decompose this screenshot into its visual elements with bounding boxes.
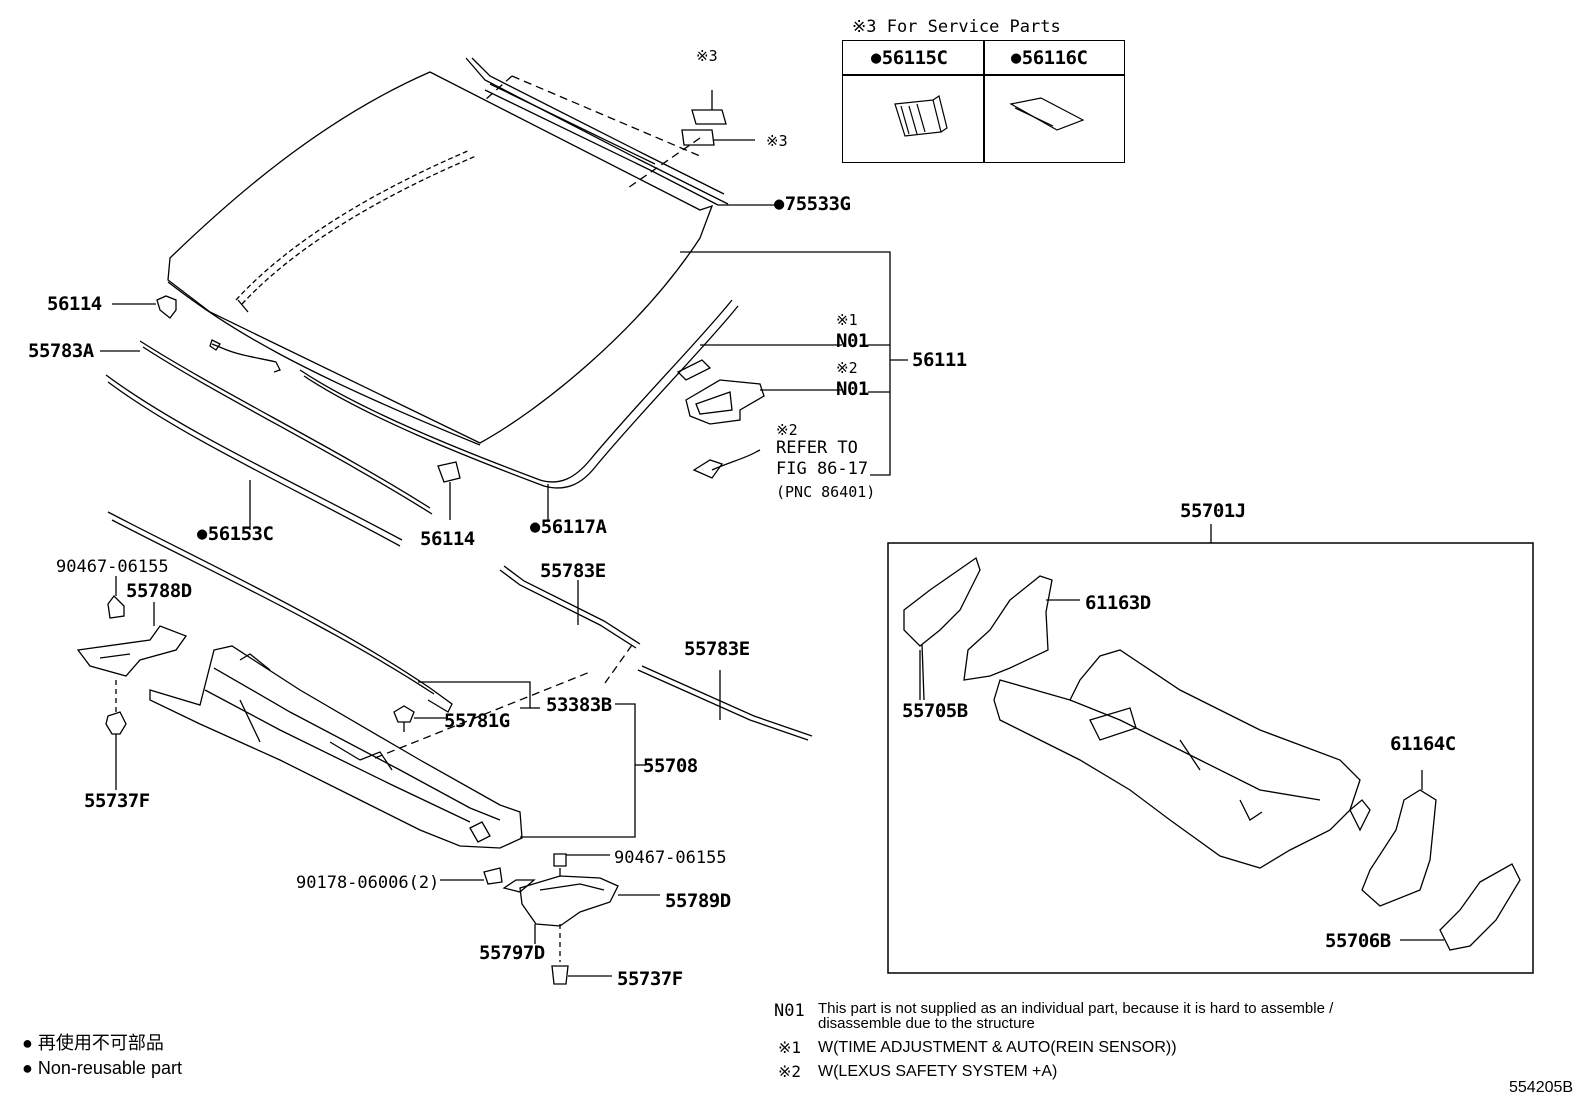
ref-mark-2b: ※2: [776, 421, 798, 439]
sensor-cable: [211, 343, 281, 373]
part-55788D: 55788D: [126, 580, 192, 602]
refer-to-text: REFER TO: [776, 438, 858, 458]
cowl-seal-long: [107, 511, 453, 713]
bracket-55705B: [903, 556, 981, 701]
clip-56114-upper: [112, 295, 177, 319]
part-56153C: 56153C: [197, 523, 274, 546]
n01-bracket-2: [685, 379, 842, 425]
part-N01-1: N01: [836, 330, 869, 352]
part-55783E-upper: 55783E: [540, 560, 606, 582]
service-parts-illustrations: [894, 95, 1085, 137]
service-parts-table: 56115C 56116C: [842, 40, 1125, 163]
note-n01-code: N01: [774, 1001, 805, 1021]
bracket-61164C: [1361, 770, 1437, 907]
legend-en: ● Non-reusable part: [22, 1057, 182, 1079]
part-53383B: 53383B: [546, 694, 612, 716]
part-55737F-left: 55737F: [84, 790, 150, 812]
part-55781G: 55781G: [444, 710, 510, 732]
ref-mark-3b: ※3: [766, 132, 788, 150]
part-55737F-right: 55737F: [617, 968, 683, 990]
note-r2-text: W(LEXUS SAFETY SYSTEM +A): [818, 1063, 1058, 1080]
service-parts-title: ※3 For Service Parts: [852, 17, 1061, 37]
legend-jp: ● 再使用不可部品: [22, 1032, 164, 1054]
clip-55781G: [374, 671, 591, 759]
bracket-56111: [680, 251, 891, 476]
moulding-55783A: [100, 340, 433, 515]
cowl-seal-55783E: [499, 565, 813, 741]
bracket-55789D: [440, 853, 660, 985]
part-56114-upper: 56114: [47, 293, 102, 315]
legend-dot-icon: ●: [22, 1058, 38, 1078]
ref-mark-1: ※1: [836, 311, 858, 329]
bracket-55788D: [76, 576, 188, 790]
part-N01-2: N01: [836, 378, 869, 400]
ref-mark-2a: ※2: [836, 359, 858, 377]
refer-pnc: (PNC 86401): [776, 483, 876, 501]
part-75533G: 75533G: [774, 193, 851, 216]
part-61164C: 61164C: [1390, 733, 1456, 755]
part-56117A: 56117A: [530, 516, 607, 539]
dash-panel-box: [887, 542, 1534, 974]
service-part-56115C: 56115C: [871, 47, 948, 70]
part-55783E-lower: 55783E: [684, 638, 750, 660]
note-n01-line1: This part is not supplied as an individu…: [818, 1000, 1334, 1017]
note-r1-text: W(TIME ADJUSTMENT & AUTO(REIN SENSOR)): [818, 1039, 1177, 1056]
bracket-55708: [520, 703, 636, 838]
service-part-56116C-icon: [1009, 97, 1085, 131]
part-55705B: 55705B: [902, 700, 968, 722]
legend-dot-icon: ●: [22, 1033, 38, 1053]
bracket-53383B: [418, 681, 531, 709]
part-55708: 55708: [643, 755, 698, 777]
part-61163D: 61163D: [1085, 592, 1151, 614]
legend-en-text: Non-reusable part: [37, 1058, 182, 1078]
part-55789D: 55789D: [665, 890, 731, 912]
moulding-56153C: [105, 374, 403, 547]
bracket-55706B: [1400, 863, 1521, 951]
dash-panel-55701J: [993, 649, 1371, 869]
note-n01-line2: disassemble due to the structure: [818, 1015, 1035, 1032]
part-56114-lower: 56114: [420, 528, 475, 550]
refer-fig-link[interactable]: FIG 86-17: [776, 459, 869, 479]
part-90178: 90178-06006(2): [296, 873, 440, 893]
bracket-61163D: [963, 575, 1080, 681]
n01-bracket-1: [676, 344, 842, 381]
part-90467-lower: 90467-06155: [614, 848, 727, 868]
part-55701J: 55701J: [1180, 500, 1246, 522]
windshield-glass: [167, 57, 755, 446]
service-part-56116C: 56116C: [1011, 47, 1088, 70]
sensor-refer: [692, 449, 761, 479]
part-55706B: 55706B: [1325, 930, 1391, 952]
service-part-56115C-icon: [894, 95, 948, 137]
figure-number: 554205B: [1509, 1079, 1574, 1096]
part-56111: 56111: [912, 349, 967, 371]
cowl-panel-55708: [149, 645, 523, 849]
clip-56114-lower: [437, 461, 461, 520]
ref-mark-3a: ※3: [696, 47, 718, 65]
part-90467-upper: 90467-06155: [56, 557, 169, 577]
part-55783A: 55783A: [28, 340, 94, 362]
note-r2-mark: ※2: [778, 1062, 802, 1081]
part-55797D: 55797D: [479, 942, 545, 964]
dam-56117A: [299, 299, 739, 520]
legend-jp-text: 再使用不可部品: [37, 1033, 164, 1053]
note-r1-mark: ※1: [778, 1038, 802, 1057]
